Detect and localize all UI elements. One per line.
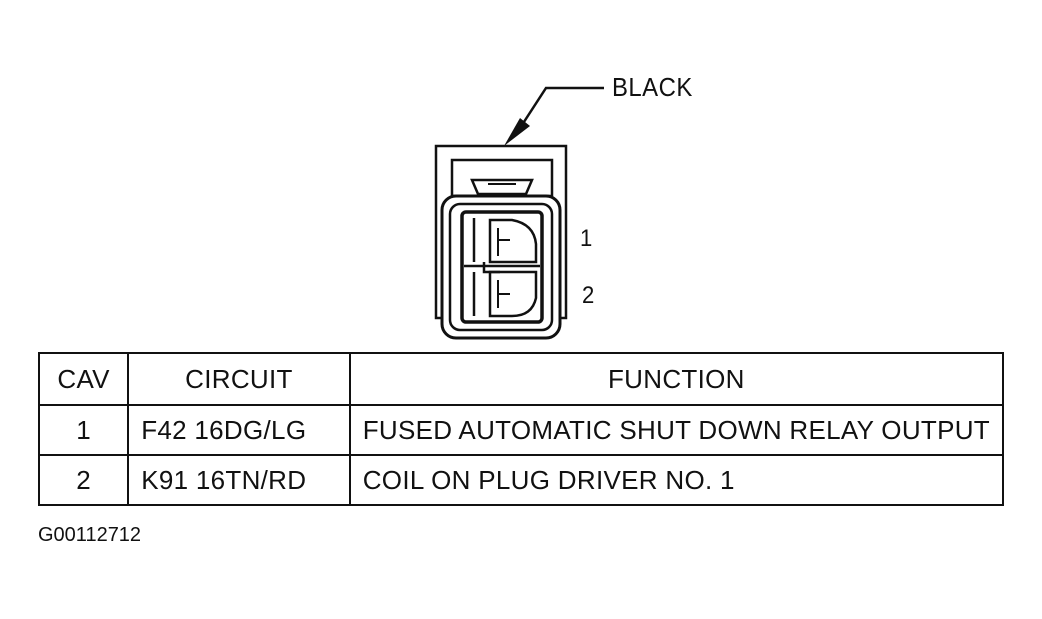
header-circuit: CIRCUIT [127, 352, 351, 406]
table-header-row: CAV CIRCUIT FUNCTION [37, 352, 1005, 406]
cell-cav: 2 [37, 454, 130, 506]
cell-circuit: K91 16TN/RD [127, 454, 351, 506]
pinout-table: CAV CIRCUIT FUNCTION 1 F42 16DG/LG FUSED… [37, 352, 1005, 506]
connector-color-label: BLACK [612, 72, 693, 102]
color-leader [518, 86, 604, 129]
leader-arrowhead [504, 118, 530, 146]
table-row: 2 K91 16TN/RD COIL ON PLUG DRIVER NO. 1 [37, 454, 1005, 506]
header-cav: CAV [37, 352, 130, 406]
figure-id: G00112712 [38, 524, 142, 546]
cavity-2 [472, 270, 538, 318]
cell-circuit: F42 16DG/LG [127, 404, 351, 456]
cavity-1 [472, 218, 538, 264]
pin-label-2: 2 [582, 282, 595, 309]
cell-cav: 1 [37, 404, 130, 456]
pin-label-1: 1 [580, 225, 593, 252]
connector-diagram [434, 86, 604, 340]
cell-function: COIL ON PLUG DRIVER NO. 1 [348, 454, 1005, 506]
header-function: FUNCTION [348, 352, 1005, 406]
latch-tab [470, 178, 534, 196]
cell-function: FUSED AUTOMATIC SHUT DOWN RELAY OUTPUT [348, 404, 1005, 456]
table-row: 1 F42 16DG/LG FUSED AUTOMATIC SHUT DOWN … [37, 404, 1005, 456]
